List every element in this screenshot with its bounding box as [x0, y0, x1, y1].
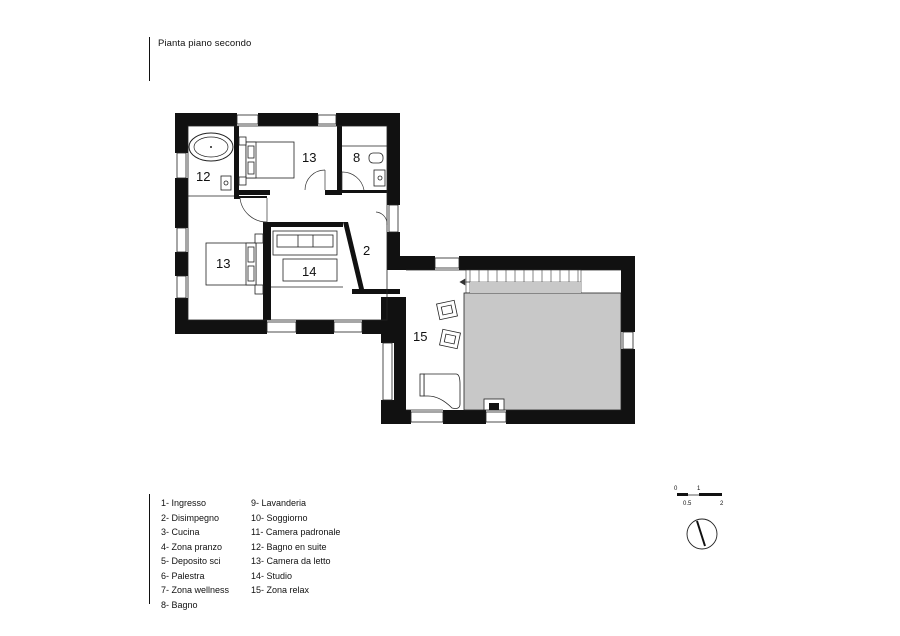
legend-item: 15- Zona relax [251, 585, 310, 595]
legend-item: 9- Lavanderia [251, 498, 307, 508]
legend-item: 14- Studio [251, 570, 293, 581]
north-arrow-icon [686, 518, 718, 550]
door-swings [239, 169, 388, 226]
lounge-chairs [436, 299, 461, 350]
legend-item: 5- Deposito sci [161, 556, 221, 566]
scale-bar: 0 1 0.5 2 [674, 486, 724, 507]
fireplace [483, 398, 505, 411]
legend-column-1: 1- Ingresso 2- Disimpegno 3- Cucina 4- Z… [161, 496, 229, 612]
scale-label-0: 0 [674, 486, 678, 492]
bed-top [238, 136, 295, 186]
title-rule [149, 37, 150, 81]
legend-column-2: 9- Lavanderia 10- Soggiorno 11- Camera p… [251, 496, 340, 598]
sofa [272, 230, 338, 282]
room-label-2: 2 [363, 243, 370, 258]
room-label-14: 14 [302, 264, 316, 279]
room-labels: 12 13 8 13 14 2 15 [196, 150, 427, 344]
scale-label-0-5: 0.5 [683, 501, 692, 507]
room-label-13-left: 13 [216, 256, 230, 271]
legend-item: 7- Zona wellness [161, 585, 230, 595]
piano [419, 373, 461, 409]
legend-item: 6- Palestra [161, 570, 205, 581]
room-label-15: 15 [413, 329, 427, 344]
plan-title: Pianta piano secondo [158, 38, 252, 49]
legend-item: 2- Disimpegno [161, 512, 220, 523]
double-height-void [463, 282, 622, 411]
legend-item: 4- Zona pranzo [161, 541, 223, 552]
legend-rule [149, 494, 150, 604]
legend-item: 10- Soggiorno [251, 512, 308, 523]
legend-item: 13- Camera da letto [251, 556, 331, 566]
outer-walls [175, 113, 635, 424]
legend-item: 8- Bagno [161, 599, 198, 610]
legend-item: 11- Camera padronale [251, 527, 341, 537]
legend-item: 3- Cucina [161, 527, 200, 537]
windows [176, 114, 634, 423]
room-label-13-top: 13 [302, 150, 316, 165]
scale-label-1: 1 [697, 486, 701, 492]
interior-walls [234, 126, 400, 320]
bed-left [205, 233, 264, 295]
scale-label-2: 2 [720, 501, 724, 507]
legend-item: 1- Ingresso [161, 498, 207, 508]
sinks [220, 152, 386, 191]
legend-item: 12- Bagno en suite [251, 541, 327, 552]
room-label-12: 12 [196, 169, 210, 184]
room-label-8: 8 [353, 150, 360, 165]
bathtub [188, 132, 234, 162]
